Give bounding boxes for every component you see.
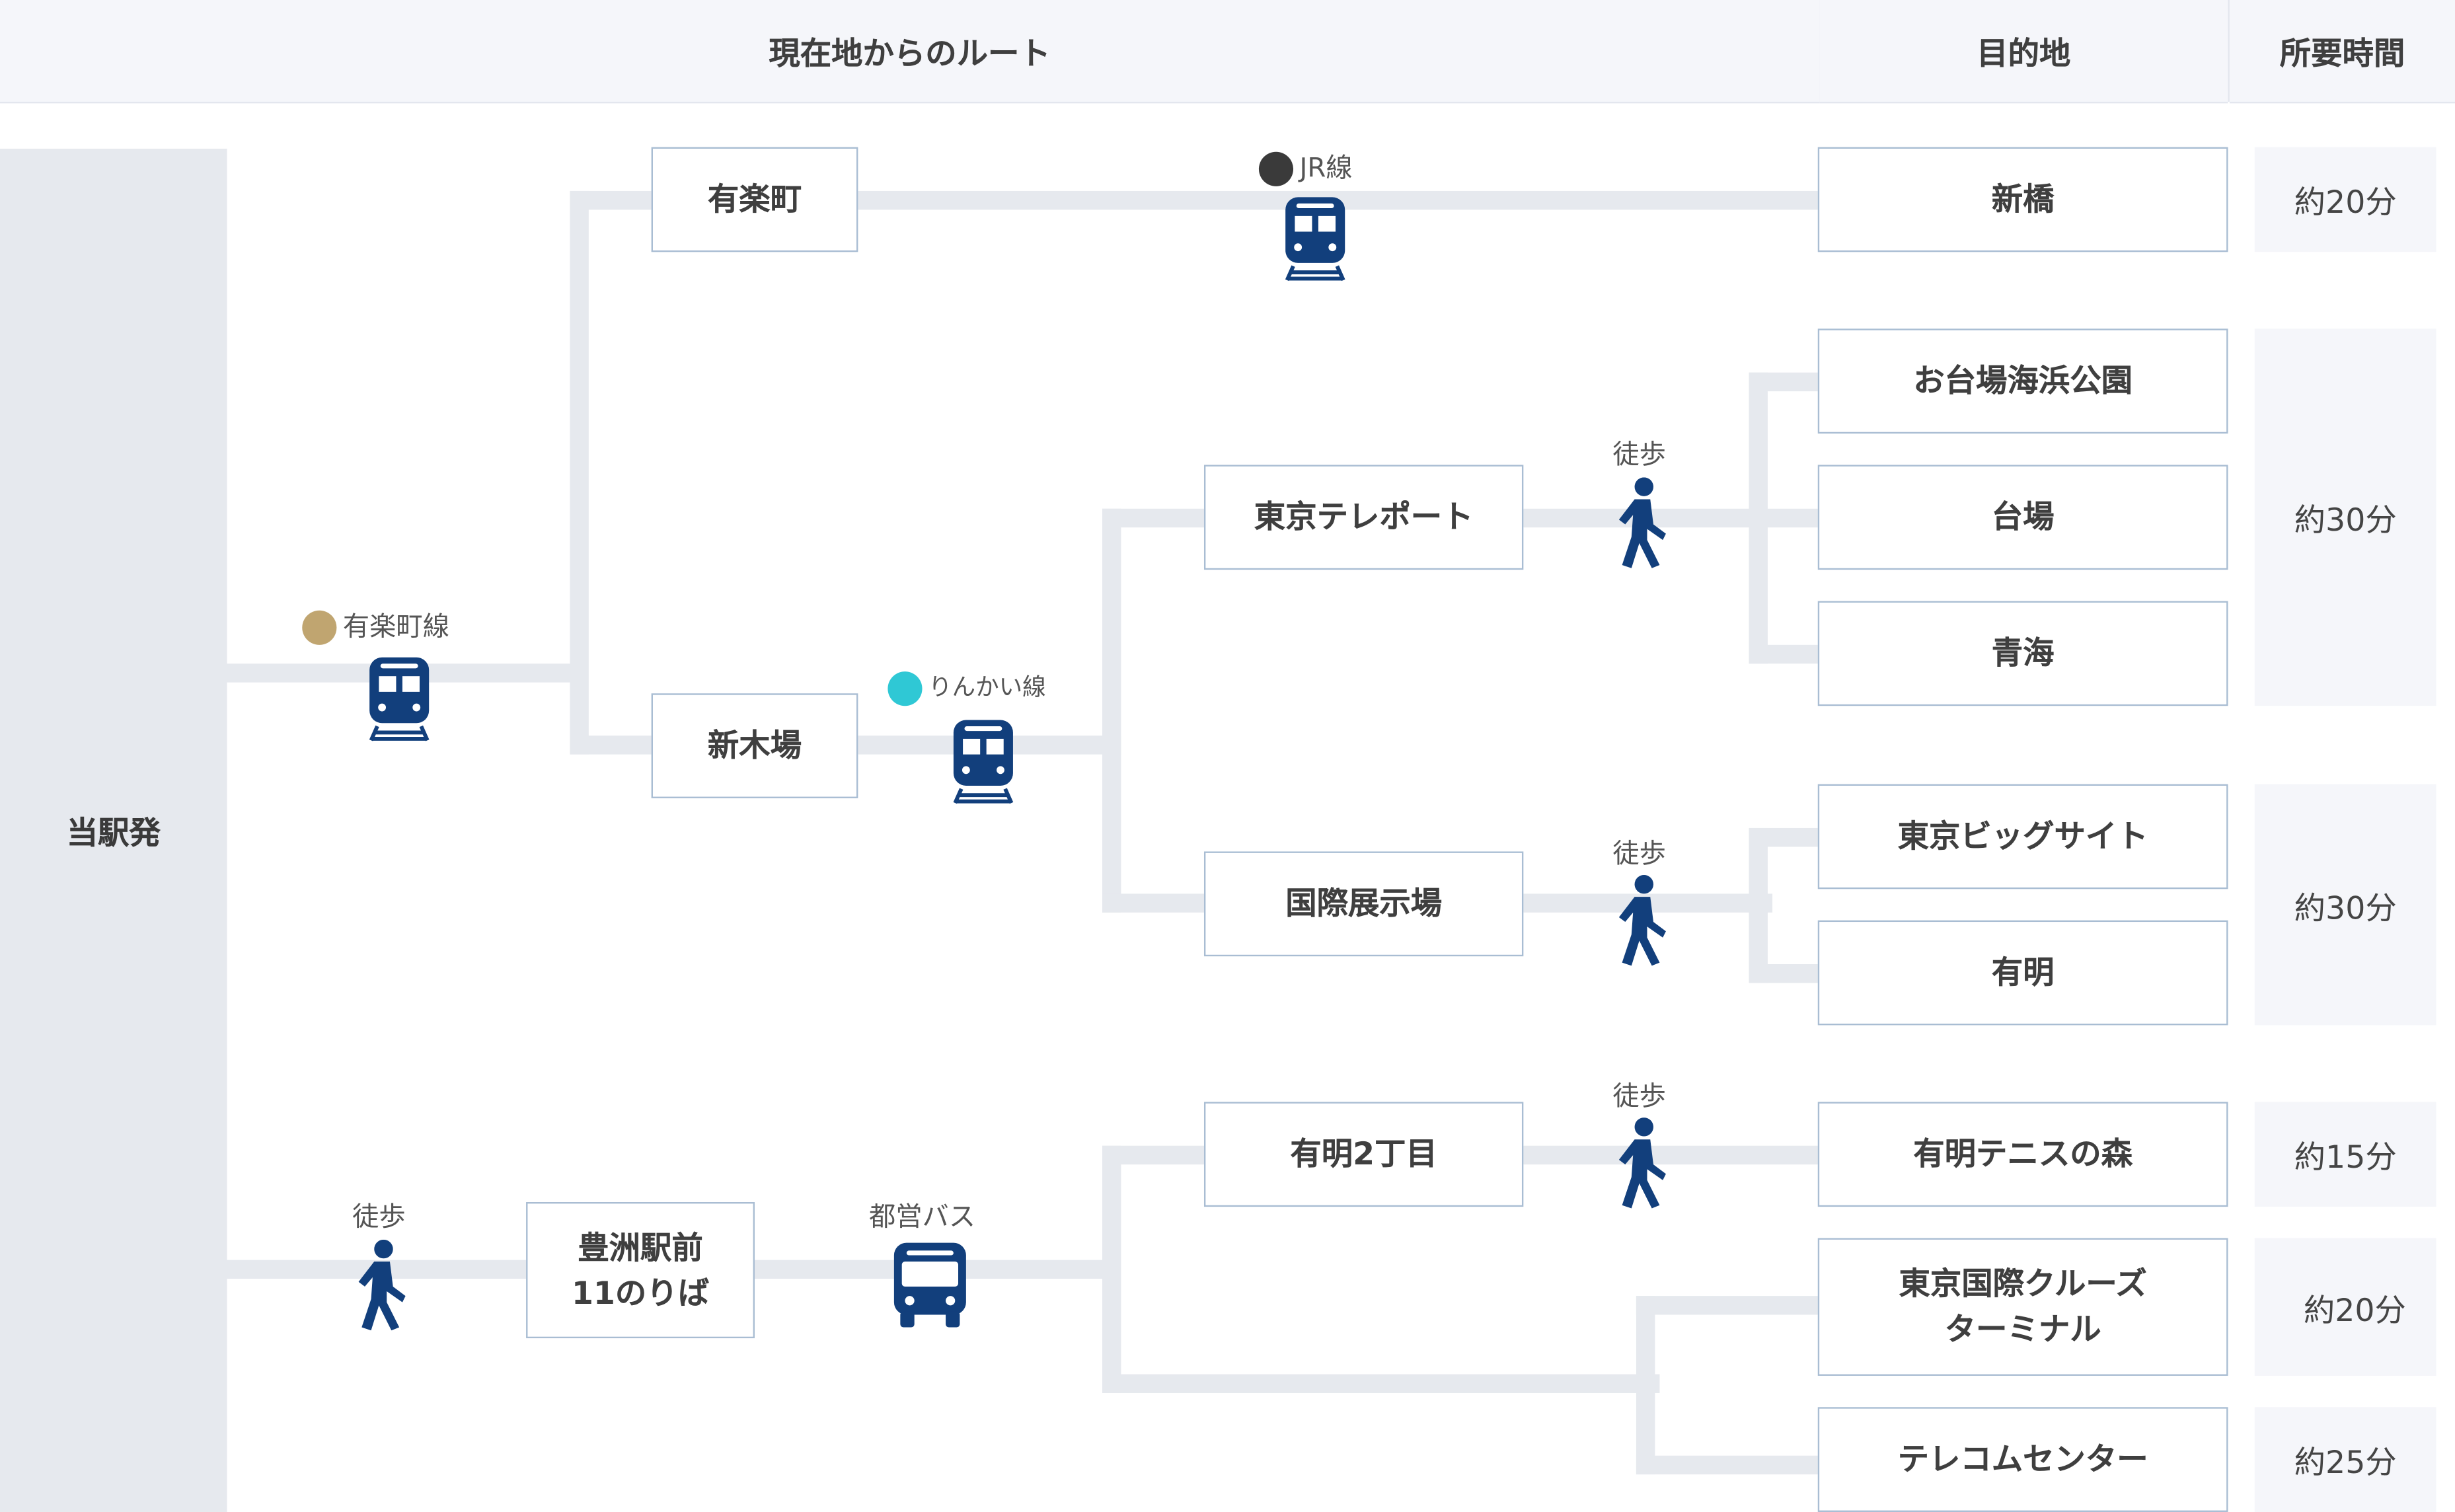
destination-ariake-tennis: 有明テニスの森 <box>1817 1102 2228 1207</box>
route-line <box>1636 1296 1655 1475</box>
jr-line-name: JR線 <box>1299 153 1353 185</box>
route-line <box>1102 508 1121 913</box>
line-label-yurakucho: 有楽町線 <box>302 604 449 645</box>
station-shinkiba: 新木場 <box>651 693 858 798</box>
walking-person-icon <box>1618 1117 1666 1209</box>
stop-toyosu-ekimae: 豊洲駅前 11のりば <box>526 1202 755 1339</box>
time-column-header: 所要時間 <box>2229 0 2455 104</box>
stop-toyosu-name: 豊洲駅前 <box>578 1228 703 1266</box>
time-telecom-center: 約25分 <box>2254 1407 2436 1512</box>
yurakucho-line-name: 有楽町線 <box>342 612 449 644</box>
destination-cruise-line1: 東京国際クルーズ <box>1899 1264 2147 1303</box>
route-line <box>1749 644 1820 664</box>
line-label-rinkai: りんかい線 <box>888 670 1046 706</box>
bus-icon <box>893 1242 966 1328</box>
station-yurakucho: 有楽町 <box>651 147 858 252</box>
destination-odaiba-park: お台場海浜公園 <box>1817 328 2228 434</box>
stop-ariake-2chome: 有明2丁目 <box>1203 1102 1524 1207</box>
route-line <box>1102 1145 1121 1393</box>
route-line <box>570 190 589 755</box>
route-line <box>1521 508 1820 528</box>
route-line <box>1102 1145 1212 1165</box>
walk-label-tenjijo: 徒歩 <box>1612 839 1666 870</box>
station-kokusai-tenjijo: 国際展示場 <box>1203 851 1524 957</box>
route-line <box>570 190 664 210</box>
origin-station: 当駅発 <box>0 149 227 1512</box>
yurakucho-line-dot <box>302 610 337 645</box>
time-teleport-group: 約30分 <box>2254 328 2436 706</box>
route-line <box>1521 1145 1820 1165</box>
train-icon <box>369 657 430 741</box>
train-icon <box>953 720 1014 804</box>
destination-ariake: 有明 <box>1817 920 2228 1026</box>
train-icon <box>1285 197 1345 282</box>
walking-person-icon <box>1618 477 1666 568</box>
destination-daiba: 台場 <box>1817 465 2228 570</box>
destination-aomi: 青海 <box>1817 601 2228 706</box>
walk-label-teleport: 徒歩 <box>1612 439 1666 471</box>
route-line <box>1749 827 1768 983</box>
header-divider <box>2228 0 2230 102</box>
route-line <box>1749 372 1820 392</box>
route-column-header: 現在地からのルート <box>0 0 1820 104</box>
destination-cruise-line2: ターミナル <box>1944 1310 2101 1348</box>
route-line <box>1636 1296 1820 1315</box>
time-shinbashi: 約20分 <box>2254 147 2436 252</box>
rinkai-line-name: りんかい線 <box>928 673 1046 702</box>
walking-person-icon <box>1618 874 1666 966</box>
bus-label: 都営バス <box>868 1202 976 1234</box>
destination-shinbashi: 新橋 <box>1817 147 2228 252</box>
route-line <box>1749 827 1820 847</box>
time-tenjijo-group: 約30分 <box>2254 784 2436 1026</box>
time-cruise-terminal: 約20分 <box>2254 1238 2436 1376</box>
route-line <box>1749 964 1820 983</box>
destination-cruise-terminal: 東京国際クルーズ ターミナル <box>1817 1238 2228 1376</box>
route-line <box>1749 372 1768 664</box>
walk-label-toyosu: 徒歩 <box>352 1202 406 1234</box>
route-line <box>1102 508 1212 528</box>
route-line <box>1102 893 1212 913</box>
destination-telecom-center: テレコムセンター <box>1817 1407 2228 1512</box>
route-line <box>1636 1455 1820 1475</box>
destination-column-header: 目的地 <box>1819 0 2228 104</box>
walking-person-icon <box>358 1239 406 1331</box>
rinkai-line-dot <box>888 670 923 706</box>
station-tokyo-teleport: 東京テレポート <box>1203 465 1524 570</box>
route-line <box>1102 1374 1660 1393</box>
stop-toyosu-platform: 11のりば <box>571 1273 710 1311</box>
line-label-jr: JR線 <box>1258 145 1353 186</box>
destination-big-sight: 東京ビッグサイト <box>1817 784 2228 889</box>
walk-label-ariake: 徒歩 <box>1612 1081 1666 1114</box>
jr-line-dot <box>1258 151 1294 186</box>
route-line <box>570 736 664 755</box>
time-ariake-tennis: 約15分 <box>2254 1102 2436 1207</box>
